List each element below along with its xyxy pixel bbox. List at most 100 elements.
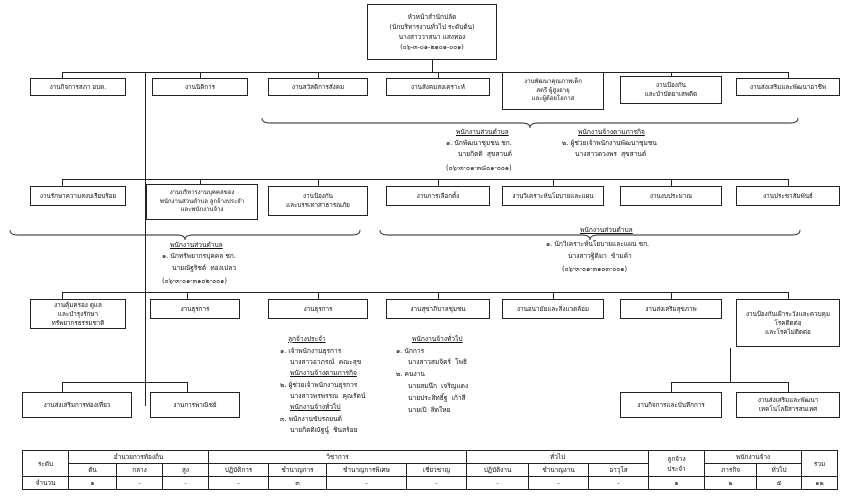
sub-header: ปฏิบัติงาน [466,463,530,477]
count-cell: ๑ [68,476,117,490]
sub-header: อาวุโส [588,463,650,477]
connector [62,292,63,299]
connector [145,72,146,406]
staff-title: พนักงานจ้างตามภารกิจ [290,369,357,377]
group-header: พนักงานจ้าง [704,450,803,464]
unit-drug-prevention: งานป้องกัน และบำบัดยาเสพติด [620,76,722,104]
unit-social-assistance: งานสังคมสงเคราะห์ [386,78,490,96]
unit-social-welfare: งานสวัสดิการสังคม [268,78,368,96]
unit-commerce: งานการพาณิชย์ [150,392,240,418]
unit-general-admin: งานธุรการ [150,299,240,319]
sub-header: ต้น [68,463,117,477]
group-header: ทั่วไป [466,450,650,464]
sub-header: ทั่วไป [756,463,803,477]
staff-line: ๑. นักพัฒนาชุมชน ชก. [446,139,512,147]
sub-header: ภารกิจ [704,463,758,477]
unit-disease-control: งานป้องกันเฝ้าระวังและควบคุม โรคติดต่อ แ… [736,299,840,347]
staff-line: ๑. นักทรัพยากรบุคคล ชก. [162,252,236,260]
staff-line: (๐๖-๓-๐๑-๓๑๐๓-๐๐๑) [562,265,628,273]
unit-personnel: งานบริหารงานบุคคลของ พนักงานส่วนตำบล ลูก… [146,184,258,220]
unit-election: งานการเลือกตั้ง [386,186,490,206]
sub-header: กลาง [116,463,163,477]
staff-title: พนักงานส่วนตำบล [170,241,223,249]
connector [788,72,789,78]
connector [62,382,188,383]
unit-natural-resources: งานคุ้มครอง ดูแล และบำรุงรักษา ทรัพยากรธ… [30,299,126,329]
connector [318,72,319,78]
unit-public-order: งานรักษาความสงบเรียบร้อย [30,186,126,206]
staff-title: พนักงานส่วนตำบล [456,128,509,136]
count-cell: - [466,476,530,490]
staff-line: นายกิตติณัฐนู์ ชินสร้อย [290,426,358,434]
sub-header: เชี่ยวชาญ [405,463,468,477]
staff-title: พนักงานจ้างทั่วไป [412,335,463,343]
group-header: รวม [801,450,839,477]
count-cell: ๑ [648,476,706,490]
staff-line: ๒. ผู้ช่วยเจ้าพนักงานธุรการ [280,381,358,389]
unit-affairs-records: งานกิจการและบันทึกการ [620,392,722,418]
count-cell: ๑๒ [801,476,839,490]
staff-line: นางสาวพรพรรณ คุณรัตน์ [290,392,366,400]
staff-line: นายประสิทธิ์ฐ เก้าสี [408,394,466,402]
count-cell: - [162,476,209,490]
connector [671,292,672,299]
unit-legal: งานนิติการ [152,78,248,96]
head-of-office-box: หัวหน้าสำนักปลัด (นักบริหารงานทั่วไป ระด… [367,4,497,60]
staff-line: ๑. เจ้าพนักงานธุรการ [280,347,342,355]
count-cell: ๒ [704,476,758,490]
connector [671,382,788,383]
staff-line: นายกิตติ สุขสานต์ [458,150,512,158]
connector [438,292,439,299]
staff-title: พนักงานส่วนตำบล [580,226,633,234]
connector [200,179,201,186]
connector [438,179,439,186]
unit-career-promotion: งานส่งเสริมและพัฒนาอาชีพ [736,78,840,96]
unit-environment-health: งานอนามัยและสิ่งแวดล้อม [502,299,604,319]
connector [187,382,188,392]
summary-count-row: จำนวน ๑ - - - ๓ - - - - - ๑ ๒ ๕ ๑๒ [22,476,839,490]
connector [62,179,788,180]
staff-title: พนักงานจ้างทั่วไป [290,403,341,411]
connector [730,348,731,382]
unit-policy-analysis: งานวิเคราะห์นโยบายและแผน [502,186,604,206]
unit-disaster-prevention: งานป้องกัน และบรรเทาสาธารณภัย [268,186,368,216]
group-brace [379,229,801,241]
sub-header: ชำนาญการพิเศษ [326,463,407,477]
connector [62,292,788,293]
summary-group-header-row: ระดับ อำนวยการท้องถิ่น วิชาการ ทั่วไป ลู… [22,450,839,477]
summary-sub-header-row: ต้น กลาง สูง ปฏิบัติการ ชำนาญการ ชำนาญกา… [23,463,838,477]
connector [671,382,672,392]
connector [788,179,789,186]
staff-line: นางสาวสมจิตร์ โพธิ [408,358,468,366]
connector [432,60,433,72]
staff-line: (๐๖-๓-๐๑-๓๑๐๒-๐๐๑) [162,277,227,285]
unit-tourism: งานส่งเสริมการท่องเที่ยว [22,392,132,418]
level-label: ระดับ [22,450,69,477]
unit-health-promotion: งานส่งเสริมสุขภาพ [620,299,722,319]
connector [187,292,188,299]
unit-general-admin: งานธุรการ [268,299,368,319]
count-cell: - [405,476,468,490]
staff-title: ลูกจ้างประจำ [288,335,326,343]
unit-public-relations: งานประชาสัมพันธ์ [736,186,840,206]
staff-title: พนักงานจ้างตามภารกิจ [578,128,645,136]
connector [553,292,554,299]
group-header: ลูกจ้าง ประจำ [648,450,706,477]
unit-community-sanitation: งานสุขาภิบาลชุมชน [386,299,490,319]
staff-line: นายสมนึก เจริญแดง [408,382,469,390]
connector [318,179,319,186]
staff-line: ๒. ผู้ช่วยเจ้าพนักงานพัฒนาชุมชน [562,139,657,147]
staff-line: (๐๖-๓-๐๑-๓๘๐๑-๐๐๑) [446,164,512,172]
count-label: จำนวน [22,476,69,490]
sub-header: สูง [162,463,209,477]
staff-line: นางสาวฐิติมา ข้ามค้า [568,252,632,260]
staff-line: นายเปิ สิดใหย [408,406,451,414]
staff-line: ๒. คนงาน [396,370,425,378]
group-header: วิชาการ [207,450,468,464]
staff-line: ๑. นักวิเคราะห์นโยบายและแผน ชก. [546,240,650,248]
connector [788,382,789,392]
unit-budget: งานงบประมาณ [620,186,722,206]
group-brace [261,117,799,129]
unit-council-affairs: งานกิจการสภา อบต. [30,78,126,96]
